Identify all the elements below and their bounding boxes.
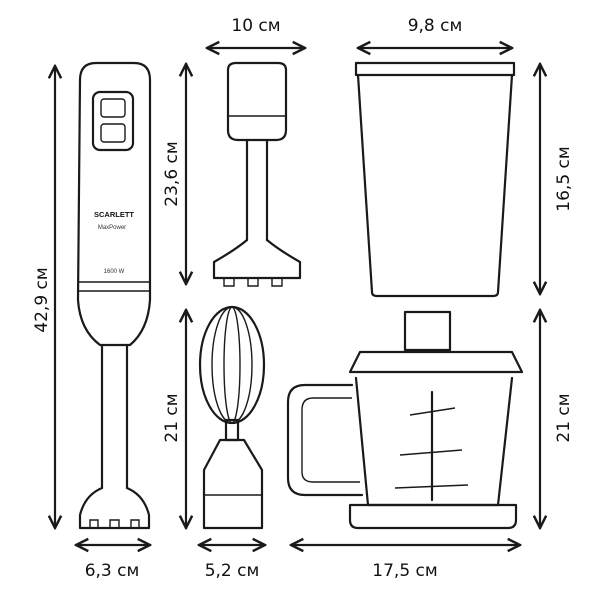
chopper-height-label: 21 см [554,393,574,442]
speed-button[interactable] [100,98,126,118]
hand-blender: SCARLETT MaxPower 1600 W [76,61,152,530]
series-label: MaxPower [98,225,126,231]
turbo-button[interactable] [100,123,126,143]
whisk-attachment [198,305,266,530]
cup-width-label: 9,8 см [408,16,463,36]
brand-logo: SCARLETT [94,210,134,219]
blender-width-label: 6,3 см [85,561,140,581]
power-label: 1600 W [104,269,125,275]
cup-height-label: 16,5 см [554,146,574,211]
button-panel [91,90,135,152]
dimension-lines [55,48,540,545]
measuring-cup [354,61,516,298]
shaft-width-label: 10 см [231,16,280,36]
blender-shaft [212,61,302,287]
whisk-height-label: 21 см [162,393,182,442]
whisk-width-label: 5,2 см [205,561,260,581]
blender-height-label: 42,9 см [32,267,52,332]
chopper-width-label: 17,5 см [372,561,437,581]
chopper-bowl [286,310,524,530]
shaft-height-label: 23,6 см [162,141,182,206]
